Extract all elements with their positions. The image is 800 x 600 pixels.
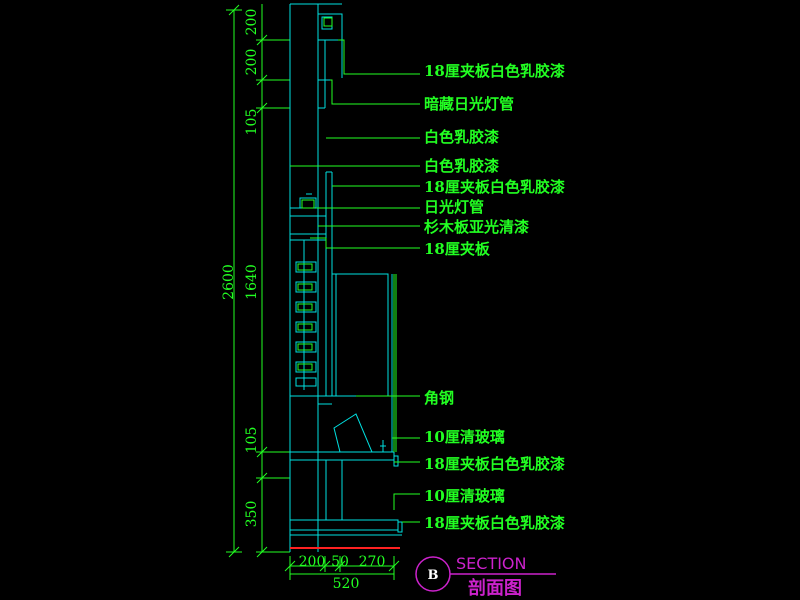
dim-segment-2: 200 [244,49,260,76]
dim-segment-1: 200 [244,9,260,36]
dim-segment-5: 105 [244,427,260,454]
annotation-angle-steel: 角钢 [424,389,454,407]
dim-bottom-2: 50 [331,554,349,570]
section-title: SECTION [456,554,527,573]
light-fixtures [297,17,397,452]
annotation-hidden-fluorescent: 暗藏日光灯管 [424,95,514,113]
leader-lines [290,39,420,523]
dim-bottom-1: 200 [299,554,326,570]
dim-segment-3: 105 [244,109,260,136]
annotation-fluorescent: 日光灯管 [424,198,484,216]
dim-bottom-total: 520 [333,576,360,592]
dim-segment-4: 1640 [244,264,260,300]
annotation-white-latex-2: 白色乳胶漆 [424,157,499,175]
dimension-chain-right [256,4,290,558]
annotation-clear-glass-1: 10厘清玻璃 [424,428,505,446]
dimension-chain-bottom [284,556,400,580]
annotation-white-latex-1: 白色乳胶漆 [424,128,499,146]
annotation-plywood-latex-top: 18厘夹板白色乳胶漆 [424,62,565,80]
annotation-clear-glass-2: 10厘清玻璃 [424,487,505,505]
dimension-chain-left [226,4,242,558]
section-mark [415,556,556,592]
annotation-plywood-latex-mid: 18厘夹板白色乳胶漆 [424,178,565,196]
dim-bottom-3: 270 [359,554,386,570]
annotation-plywood-latex-bottom: 18厘夹板白色乳胶漆 [424,514,565,532]
section-subtitle: 剖面图 [468,577,522,599]
dim-segment-6: 350 [244,501,260,528]
annotation-fir-board: 杉木板亚光清漆 [424,218,529,236]
dim-total-height: 2600 [221,264,237,300]
section-tag: B [428,568,439,583]
section-outline [289,3,403,552]
annotation-plywood-latex-lower: 18厘夹板白色乳胶漆 [424,455,565,473]
annotation-plywood-18: 18厘夹板 [424,240,491,258]
